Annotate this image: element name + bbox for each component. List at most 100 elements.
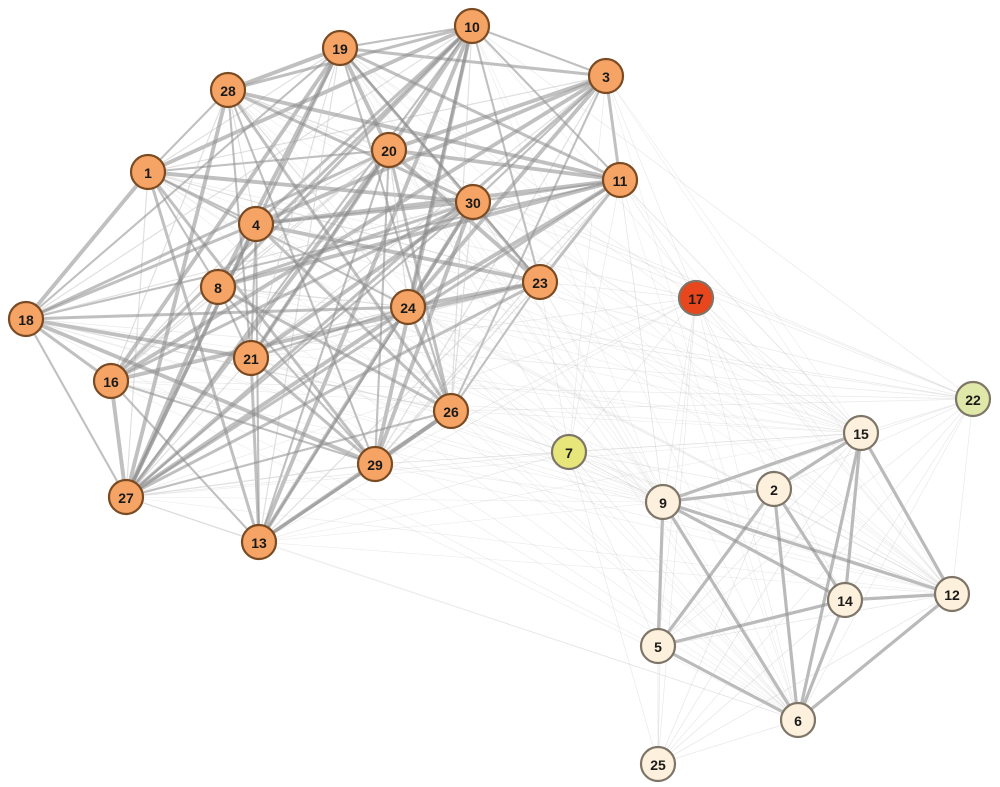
node-1[interactable]: 1 xyxy=(129,153,167,191)
node-circle-17 xyxy=(677,279,715,317)
node-10[interactable]: 10 xyxy=(453,7,491,45)
edge-17-7 xyxy=(568,297,697,453)
edge-13-19 xyxy=(258,47,341,543)
edge-22-18 xyxy=(25,318,974,400)
node-3[interactable]: 3 xyxy=(587,57,625,95)
node-label-10: 10 xyxy=(464,19,480,35)
edge-5-15 xyxy=(657,432,862,647)
node-27[interactable]: 27 xyxy=(107,478,145,516)
edge-2-25 xyxy=(657,488,775,765)
edge-4-18 xyxy=(24,222,258,321)
edge-22-14 xyxy=(844,398,974,601)
node-21[interactable]: 21 xyxy=(232,339,270,377)
edge-12-15 xyxy=(859,431,954,596)
node-label-21: 21 xyxy=(243,351,259,367)
edge-4-28 xyxy=(227,89,257,225)
node-6[interactable]: 6 xyxy=(779,701,817,739)
edge-23-9 xyxy=(539,281,664,503)
edge-18-9 xyxy=(25,318,664,503)
edge-3-4 xyxy=(254,74,608,226)
edge-21-29 xyxy=(249,356,377,466)
edge-17-2 xyxy=(695,297,775,490)
node-19[interactable]: 19 xyxy=(321,29,359,67)
edge-7-2 xyxy=(568,451,775,490)
edge-20-28 xyxy=(227,89,390,151)
edge-7-21 xyxy=(250,357,570,453)
edge-19-9 xyxy=(339,47,664,503)
node-8[interactable]: 8 xyxy=(199,268,237,306)
node-16[interactable]: 16 xyxy=(92,362,130,400)
node-26[interactable]: 26 xyxy=(432,392,470,430)
node-15[interactable]: 15 xyxy=(842,414,880,452)
edge-7-23 xyxy=(539,281,570,453)
edge-18-20 xyxy=(24,148,391,321)
edge-19-28 xyxy=(226,46,342,92)
node-9[interactable]: 9 xyxy=(644,483,682,521)
edge-11-19 xyxy=(338,46,622,182)
node-label-2: 2 xyxy=(770,482,778,498)
node-circle-11 xyxy=(601,161,639,199)
edge-29-9 xyxy=(374,463,664,503)
edge-17-14 xyxy=(695,297,846,601)
node-29[interactable]: 29 xyxy=(356,445,394,483)
edge-7-14 xyxy=(568,451,846,601)
edge-28-12 xyxy=(227,89,953,595)
edge-22-9 xyxy=(662,398,974,503)
node-circle-24 xyxy=(389,288,427,326)
node-13[interactable]: 13 xyxy=(240,523,278,561)
edge-29-15 xyxy=(374,432,862,465)
edge-1-28 xyxy=(146,88,230,174)
node-label-22: 22 xyxy=(965,392,981,408)
node-14[interactable]: 14 xyxy=(826,581,864,619)
node-23[interactable]: 23 xyxy=(521,263,559,301)
node-25[interactable]: 25 xyxy=(639,745,677,783)
edge-21-12 xyxy=(250,357,953,595)
edge-27-6 xyxy=(125,496,799,721)
edge-30-6 xyxy=(472,201,799,721)
edge-18-12 xyxy=(25,318,953,595)
edge-27-12 xyxy=(125,496,953,595)
edge-28-15 xyxy=(227,89,862,434)
node-20[interactable]: 20 xyxy=(370,131,408,169)
node-17[interactable]: 17 xyxy=(677,279,715,317)
node-28[interactable]: 28 xyxy=(209,71,247,109)
edge-2-14 xyxy=(772,487,847,602)
node-5[interactable]: 5 xyxy=(639,627,677,665)
edge-26-12 xyxy=(450,410,953,595)
edge-20-21 xyxy=(249,148,391,360)
edge-13-15 xyxy=(258,432,862,543)
edge-24-12 xyxy=(407,306,953,595)
node-7[interactable]: 7 xyxy=(550,433,588,471)
edge-10-6 xyxy=(471,25,799,721)
node-circle-21 xyxy=(232,339,270,377)
edge-17-15 xyxy=(695,297,862,434)
node-11[interactable]: 11 xyxy=(601,161,639,199)
node-18[interactable]: 18 xyxy=(7,300,45,338)
edge-7-12 xyxy=(568,451,953,595)
node-12[interactable]: 12 xyxy=(933,575,971,613)
node-30[interactable]: 30 xyxy=(454,183,492,221)
edge-21-30 xyxy=(249,200,475,360)
node-label-11: 11 xyxy=(613,173,628,189)
edge-18-21 xyxy=(24,317,253,360)
edge-13-9 xyxy=(258,501,664,543)
edge-17-1 xyxy=(147,171,697,299)
node-4[interactable]: 4 xyxy=(237,205,275,243)
node-circle-20 xyxy=(370,131,408,169)
node-2[interactable]: 2 xyxy=(755,470,793,508)
edge-18-29 xyxy=(24,317,377,466)
edges-layer xyxy=(24,24,974,765)
edge-22-28 xyxy=(227,89,974,400)
node-label-20: 20 xyxy=(381,143,397,159)
edge-24-28 xyxy=(227,89,409,308)
edge-17-19 xyxy=(339,47,697,299)
edge-3-24 xyxy=(406,74,608,309)
edge-28-29 xyxy=(226,88,377,466)
edge-9-15 xyxy=(661,431,863,504)
node-label-26: 26 xyxy=(443,404,459,420)
edge-12-25 xyxy=(657,593,953,765)
node-22[interactable]: 22 xyxy=(954,380,992,418)
node-circle-1 xyxy=(129,153,167,191)
node-label-14: 14 xyxy=(837,593,853,609)
node-24[interactable]: 24 xyxy=(389,288,427,326)
